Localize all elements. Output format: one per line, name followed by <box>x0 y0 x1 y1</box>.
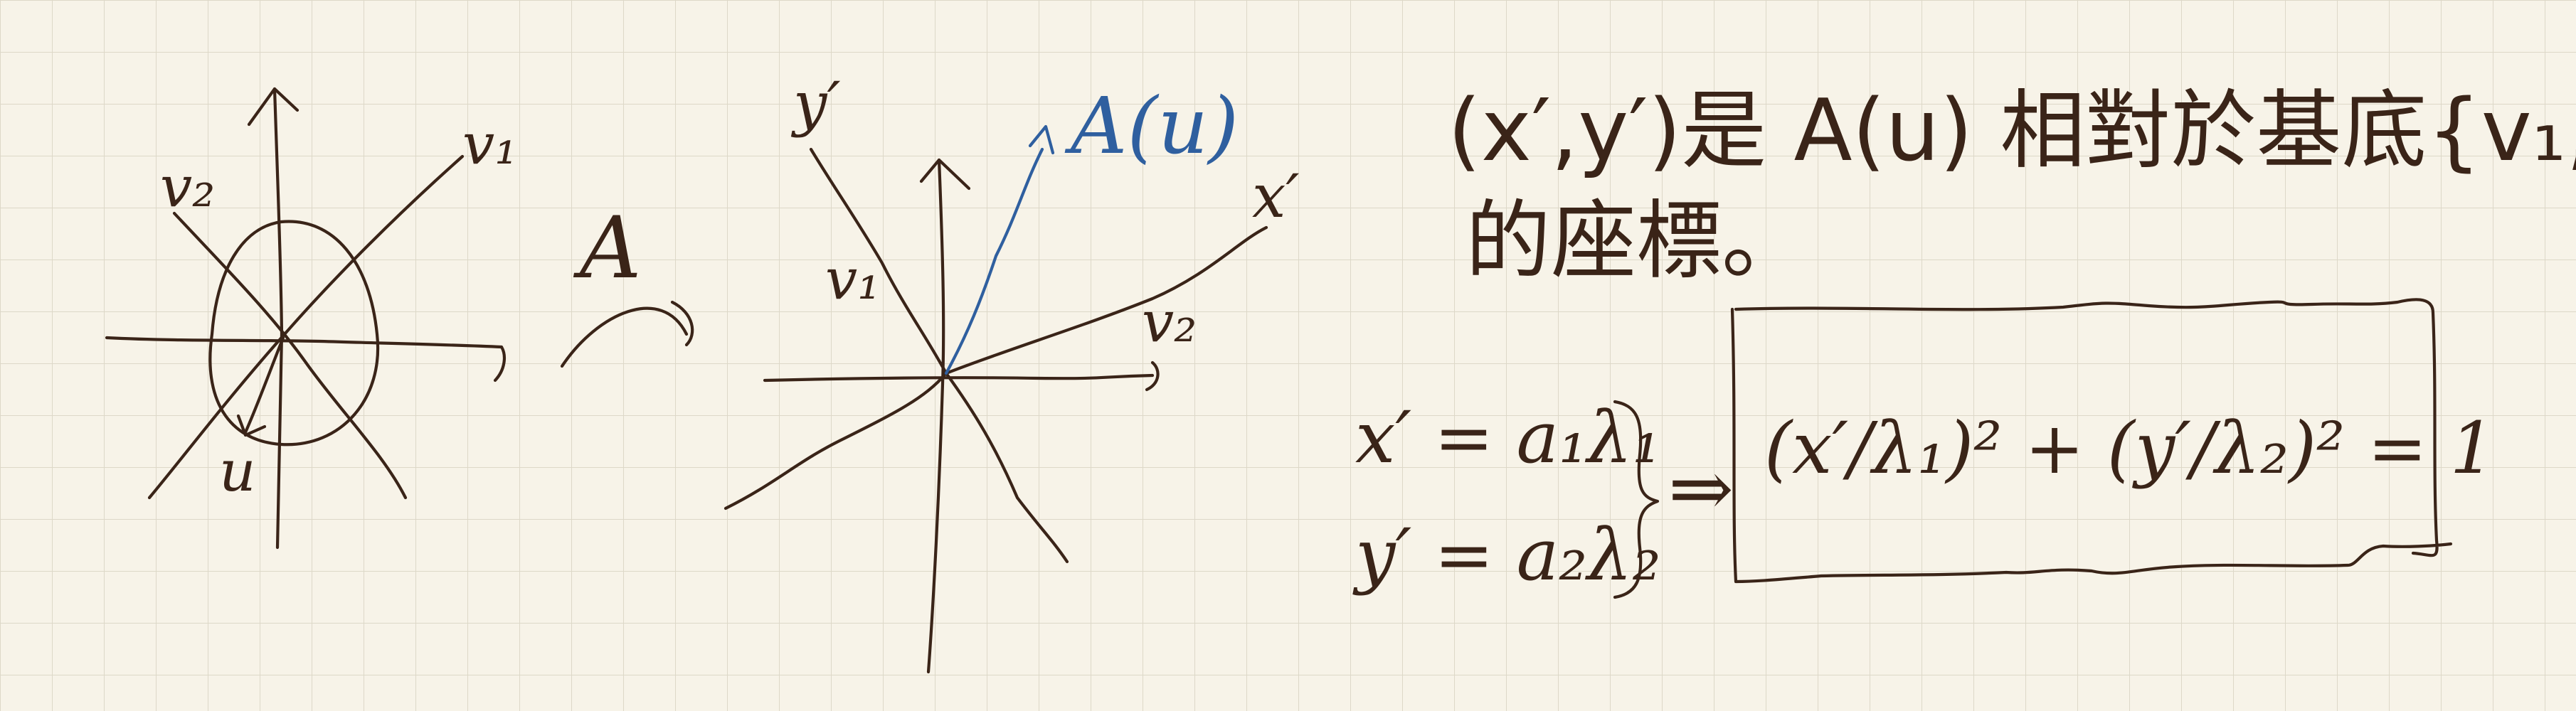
left-y-axis <box>272 87 284 550</box>
map-arrow-curve <box>560 306 689 368</box>
note-line-1: (x′,y′)是 A(u) 相對於基底{v₁,v₂} <box>1448 82 2576 181</box>
result-equation: (x′/λ₁)² + (y′/λ₂)² = 1 <box>1764 407 2495 490</box>
result-box <box>1730 298 2453 584</box>
map-arrow-label: A <box>573 199 642 298</box>
left-ellipse <box>208 220 380 447</box>
left-x-axis-tick <box>493 345 507 383</box>
left-diagram: v₁ v₂ u <box>105 87 517 550</box>
left-u-vector <box>243 336 285 434</box>
middle-diagram: y′ x′ v₁ v₂ A(u) <box>723 69 1299 674</box>
note-text: (x′,y′)是 A(u) 相對於基底{v₁,v₂} 的座標。 <box>1448 82 2576 291</box>
left-u-vector-head <box>236 414 267 437</box>
equation-1: x′ = a₁λ₁ <box>1355 396 1661 479</box>
implies-arrow: ⇒ <box>1668 443 1734 534</box>
equation-2: y′ = a₂λ₂ <box>1352 513 1661 597</box>
middle-Au-vector <box>944 147 1044 375</box>
middle-x-axis-tick <box>1145 360 1160 392</box>
middle-Au-vector-head <box>1028 124 1055 155</box>
equations: x′ = a₁λ₁ y′ = a₂λ₂ ⇒ (x′/λ₁)² + (y′/λ₂)… <box>1352 298 2495 599</box>
middle-x-axis <box>763 373 1155 383</box>
left-y-axis-arrow <box>247 87 300 127</box>
left-v2-line <box>172 211 408 500</box>
middle-label-x-prime: x′ <box>1252 161 1299 231</box>
note-line-2: 的座標。 <box>1465 192 1807 291</box>
left-x-axis <box>105 336 504 349</box>
map-arrow-head <box>670 300 694 347</box>
middle-y-axis <box>926 158 945 674</box>
middle-label-v2: v₂ <box>1142 289 1197 355</box>
middle-label-v1: v₁ <box>825 246 880 312</box>
middle-y-axis-arrow <box>919 158 971 191</box>
middle-label-Au: A(u) <box>1064 80 1239 171</box>
map-arrow: A <box>560 199 694 368</box>
middle-x-prime-line <box>723 225 1268 510</box>
left-label-v1: v₁ <box>462 111 517 177</box>
middle-label-y-prime: y′ <box>790 69 841 139</box>
left-label-u: u <box>219 438 256 504</box>
left-label-v2: v₂ <box>160 154 215 220</box>
equation-brace <box>1613 400 1660 599</box>
